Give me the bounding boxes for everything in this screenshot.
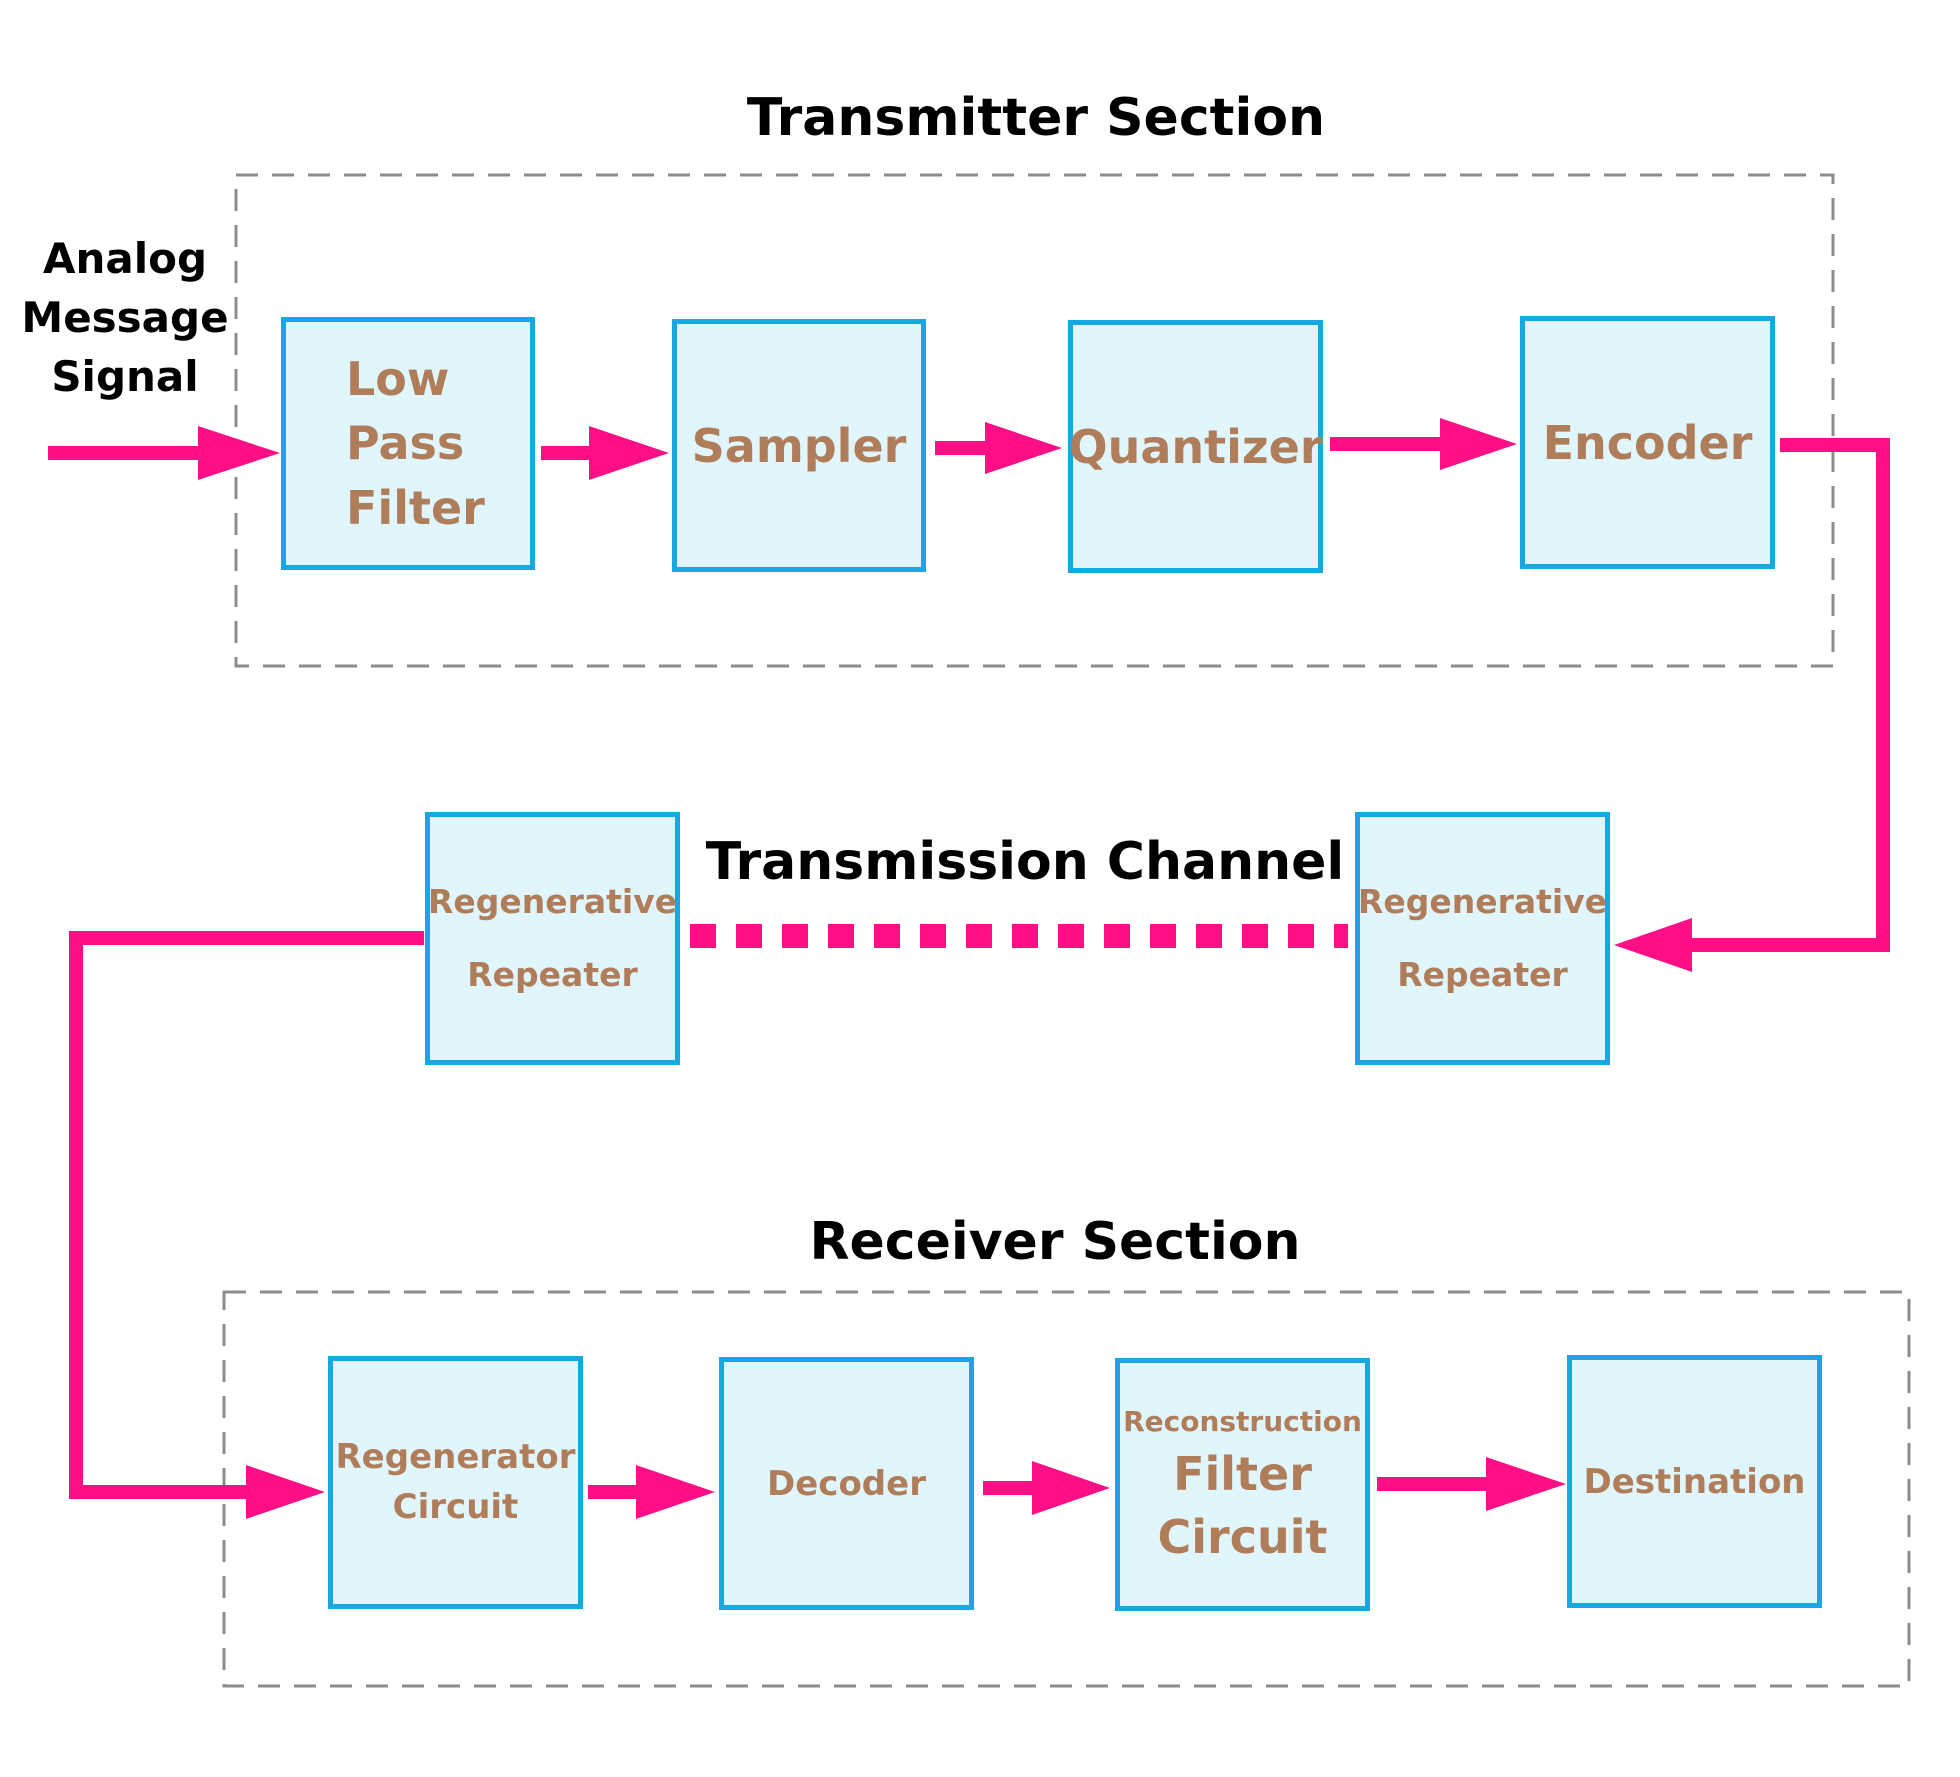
regenerator-circuit-line-2: Circuit [392, 1486, 519, 1527]
input-label-line-2: Message [21, 292, 229, 342]
decoder-block: Decoder [719, 1357, 974, 1610]
arrow-filter-destination-shaft [1377, 1477, 1495, 1491]
repeater-left-line-1: Regenerative [427, 881, 678, 921]
quantizer-label: Quantizer [1068, 419, 1323, 474]
arrow-encoder-repeater-head [1614, 918, 1692, 972]
arrow-sampler-quantizer-shaft [935, 441, 995, 455]
arrow-decoder-filter-shaft [983, 1481, 1043, 1495]
input-label-line-1: Analog [42, 234, 208, 283]
regenerator-circuit-block: Regenerator Circuit [328, 1356, 583, 1609]
encoder-block: Encoder [1520, 316, 1775, 569]
regenerator-circuit-line-1: Regenerator [335, 1437, 576, 1478]
reconstruction-filter-line-1: Reconstruction [1123, 1405, 1362, 1439]
input-label-line-3: Signal [51, 351, 199, 401]
repeater-right-line-2: Repeater [1397, 954, 1568, 994]
transmitter-section-boundary [234, 173, 1835, 668]
sampler-block: Sampler [672, 319, 926, 572]
arrow-encoder-down-shaft [1876, 438, 1890, 952]
destination-block: Destination [1567, 1355, 1822, 1608]
low-pass-filter-line-3: Filter [346, 480, 485, 535]
reconstruction-filter-line-2: Filter [1173, 1447, 1312, 1502]
arrow-sampler-quantizer-head [985, 422, 1062, 474]
arrow-repeater-down-shaft [69, 931, 83, 1499]
arrow-quantizer-encoder-shaft [1330, 437, 1450, 451]
input-arrow-head [198, 426, 280, 480]
reconstruction-filter-line-3: Circuit [1157, 1509, 1328, 1564]
destination-label: Destination [1583, 1461, 1806, 1502]
arrow-encoder-left-shaft [1690, 938, 1890, 952]
arrow-encoder-right-shaft [1780, 438, 1890, 452]
encoder-label: Encoder [1542, 415, 1753, 470]
arrow-lpf-sampler-shaft [541, 446, 601, 460]
quantizer-block: Quantizer [1068, 320, 1323, 573]
analog-message-signal-label: Analog Message Signal [20, 230, 230, 406]
decoder-label: Decoder [767, 1463, 926, 1504]
arrow-regenerator-decoder-shaft [588, 1485, 648, 1499]
arrow-quantizer-encoder-head [1440, 418, 1517, 470]
transmission-channel-title: Transmission Channel [705, 832, 1345, 892]
low-pass-filter-line-2: Pass [346, 416, 465, 471]
arrow-decoder-filter-head [1032, 1461, 1110, 1515]
low-pass-filter-line-1: Low [346, 351, 450, 406]
repeater-right-line-1: Regenerative [1357, 881, 1608, 921]
arrow-lpf-sampler-head [589, 426, 669, 480]
sampler-label: Sampler [691, 418, 907, 473]
arrow-repeater-regenerator-head [246, 1465, 325, 1519]
arrow-repeater-left-shaft [69, 931, 424, 945]
input-arrow-shaft [48, 446, 240, 460]
repeater-left-line-2: Repeater [467, 954, 638, 994]
regenerative-repeater-right-block: Regenerative Repeater [1355, 812, 1610, 1065]
arrow-regenerator-decoder-head [636, 1465, 715, 1519]
arrow-filter-destination-head [1486, 1457, 1566, 1511]
arrow-repeater-right-shaft [69, 1485, 269, 1499]
reconstruction-filter-circuit-block: Reconstruction Filter Circuit [1115, 1358, 1370, 1611]
receiver-section-title: Receiver Section [809, 1212, 1301, 1272]
low-pass-filter-block: Low Pass Filter [281, 317, 535, 570]
transmitter-section-title: Transmitter Section [746, 88, 1326, 148]
regenerative-repeater-left-block: Regenerative Repeater [425, 812, 680, 1065]
